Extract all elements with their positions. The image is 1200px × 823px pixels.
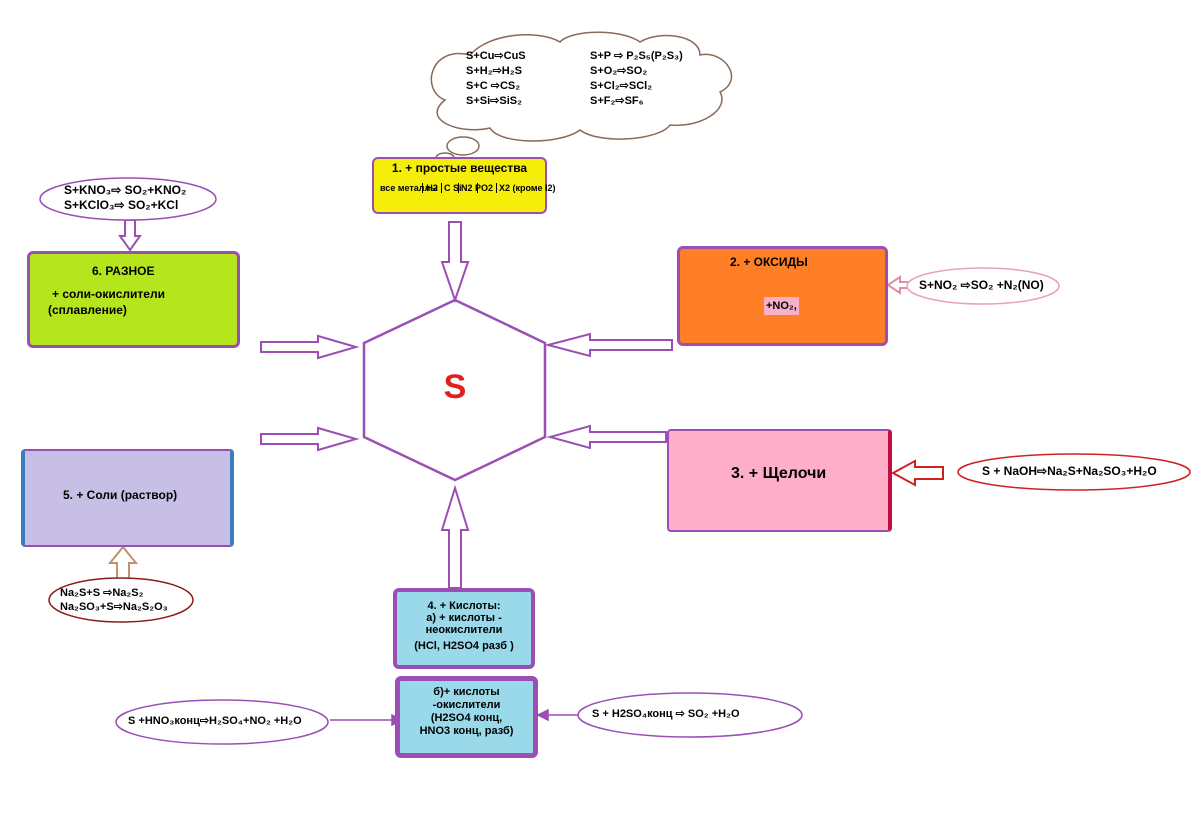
box1-cell: N2 P [458, 182, 481, 193]
box4a-line2: а) + кислоты - [426, 612, 502, 624]
cloud-eq: S+F₂⇨SF₆ [590, 95, 644, 107]
oval6-eq: S+KNO₃⇨ SO₂+KNO₂ [64, 183, 187, 197]
box6-line2: (сплавление) [48, 303, 127, 317]
box-salts-solution: 5. + Соли (раствор) [21, 449, 234, 547]
oval4b-right [577, 692, 803, 738]
oval4b-right-text: S + H2SO₄конц ⇨ SO₂ +H₂O [592, 708, 740, 720]
oval5-text: Na₂S+S ⇨Na₂S₂ Na₂SO₃+S⇨Na₂S₂O₃ [60, 586, 168, 614]
box6-line1: + соли-окислители [52, 287, 165, 301]
arrows [118, 219, 916, 589]
cloud-eq: S+Si⇨SiS₂ [466, 95, 522, 107]
oval5-eq: Na₂S+S ⇨Na₂S₂ [60, 587, 144, 599]
box5-title: 5. + Соли (раствор) [63, 488, 178, 502]
cloud-eq: S+C ⇨CS₂ [466, 80, 521, 92]
box1-cell: O2 [477, 182, 496, 193]
cloud-right-column: S+P ⇨ P₂S₅(P₂S₃) S+O₂⇨SO₂ S+Cl₂⇨SCl₂ S+F… [590, 49, 683, 109]
box-nonoxidizing-acids: 4. + Кислоты: а) + кислоты - неокислител… [393, 588, 535, 669]
box2-title: 2. + ОКСИДЫ [730, 255, 808, 269]
box1-title: 1. + простые вещества [391, 161, 528, 175]
box-alkali: 3. + Щелочи [667, 429, 892, 532]
thought-cloud [430, 31, 733, 164]
center-label: S [443, 368, 467, 406]
box3-title: 3. + Щелочи [731, 465, 827, 482]
box4b-line1: б)+ кислоты [433, 686, 500, 698]
cloud-eq: S+O₂⇨SO₂ [590, 65, 648, 77]
oval6-text: S+KNO₃⇨ SO₂+KNO₂ S+KClO₃⇨ SO₂+KCl [64, 183, 186, 213]
box-oxidizing-acids: б)+ кислоты -окислители (H2SO4 конц, HNO… [395, 676, 538, 758]
oval5 [48, 577, 194, 623]
box6-title: 6. РАЗНОЕ [92, 264, 155, 278]
arrow-oval6 [118, 219, 142, 252]
arrow-left-upper [260, 334, 360, 360]
box1-cell: X2 (кроме I2) [496, 182, 556, 193]
oval4b-left-text: S +HNO₃конц⇨H₂SO₄+NO₂ +H₂O [128, 715, 302, 727]
oval3 [957, 453, 1191, 491]
oval2-text: S+NO₂ ⇨SO₂ +N₂(NO) [919, 278, 1044, 292]
cloud-eq: S+H₂⇨H₂S [466, 65, 522, 77]
box4a-line3: неокислители [425, 624, 503, 636]
sulfur-hexagon [362, 298, 547, 482]
box2-label: +NO₂, [764, 297, 799, 315]
oval6 [39, 177, 217, 221]
oval5-eq: Na₂SO₃+S⇨Na₂S₂O₃ [60, 601, 168, 613]
arrow-top [440, 221, 470, 304]
cloud-left-column: S+Cu⇨CuS S+H₂⇨H₂S S+C ⇨CS₂ S+Si⇨SiS₂ [466, 49, 526, 109]
arrow-left-lower [260, 426, 360, 452]
box4b-line4: HNO3 конц, разб) [419, 725, 514, 737]
oval2 [906, 267, 1060, 305]
cloud-eq: S+Cu⇨CuS [466, 50, 526, 62]
box1-cell: все металлы [380, 182, 438, 193]
oval4b-left [115, 699, 329, 745]
arrow-oval3 [890, 459, 944, 487]
box-misc: 6. РАЗНОЕ + соли-окислители (сплавление) [27, 251, 240, 348]
arrow-right-lower [546, 424, 667, 450]
box4b-line3: (H2SO4 конц, [430, 712, 503, 724]
oval3-text: S + NaOH⇨Na₂S+Na₂SO₃+H₂O [982, 464, 1157, 478]
arrow-oval5 [107, 545, 139, 581]
arrow-right-upper [544, 332, 673, 358]
cloud-eq: S+P ⇨ P₂S₅(P₂S₃) [590, 50, 683, 62]
box1-cell: H2 [422, 182, 441, 193]
cloud-eq: S+Cl₂⇨SCl₂ [590, 80, 653, 92]
oval6-eq: S+KClO₃⇨ SO₂+KCl [64, 198, 179, 212]
box-oxides: 2. + ОКСИДЫ +NO₂, [677, 246, 888, 346]
box1-cell: C Si [441, 182, 462, 193]
arrow-bottom [440, 484, 470, 589]
box4a-line4: (HCl, H2SO4 разб ) [414, 640, 514, 652]
box4b-line2: -окислители [432, 699, 501, 711]
box4a-line1: 4. + Кислоты: [427, 600, 501, 612]
